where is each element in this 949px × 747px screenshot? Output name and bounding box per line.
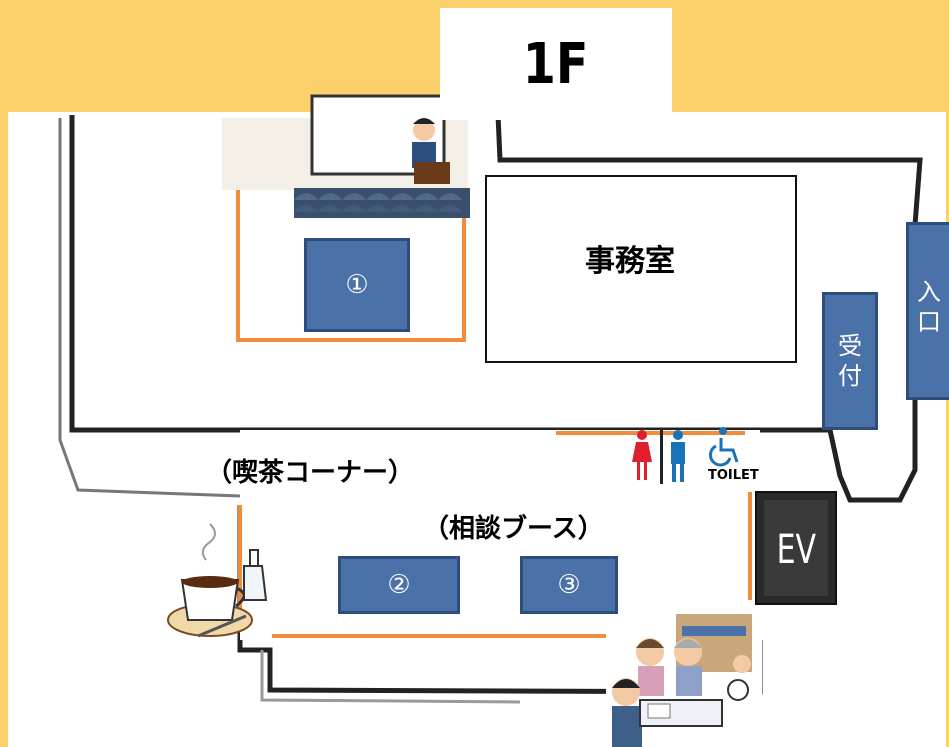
entrance-char-1: 入 bbox=[917, 278, 941, 306]
wheelchair-icon bbox=[708, 427, 739, 467]
entrance-sign: 入 口 bbox=[906, 222, 949, 400]
consultation-booth-label: （相談ブース） bbox=[423, 514, 604, 544]
room-2-label: ② bbox=[387, 570, 411, 600]
cafe-corner-label: （喫茶コーナー） bbox=[206, 458, 415, 488]
coffee-cup-icon bbox=[167, 523, 268, 638]
room-2: ② bbox=[338, 556, 460, 614]
elevator-icon bbox=[755, 491, 837, 605]
toilet-label: TOILET bbox=[708, 468, 759, 483]
reception-char-2: 付 bbox=[838, 362, 862, 390]
elevator-label-box: EV bbox=[756, 520, 836, 580]
floor-title-box: 1F bbox=[440, 8, 672, 120]
floor-title: 1F bbox=[523, 31, 589, 97]
toilet-sign-icon bbox=[632, 428, 685, 484]
office-room bbox=[485, 175, 797, 363]
reception-char-1: 受 bbox=[838, 332, 862, 360]
building-outline bbox=[8, 112, 946, 747]
lecture-illustration bbox=[222, 94, 470, 218]
room-3-label: ③ bbox=[557, 570, 581, 600]
room-3: ③ bbox=[520, 556, 618, 614]
reception-sign: 受 付 bbox=[822, 292, 878, 430]
room-1: ① bbox=[304, 238, 410, 332]
office-label: 事務室 bbox=[585, 244, 675, 279]
elevator-label: EV bbox=[776, 527, 816, 573]
entrance-char-2: 口 bbox=[917, 308, 941, 336]
room-1-label: ① bbox=[345, 270, 369, 300]
consultation-illustration bbox=[606, 612, 762, 747]
